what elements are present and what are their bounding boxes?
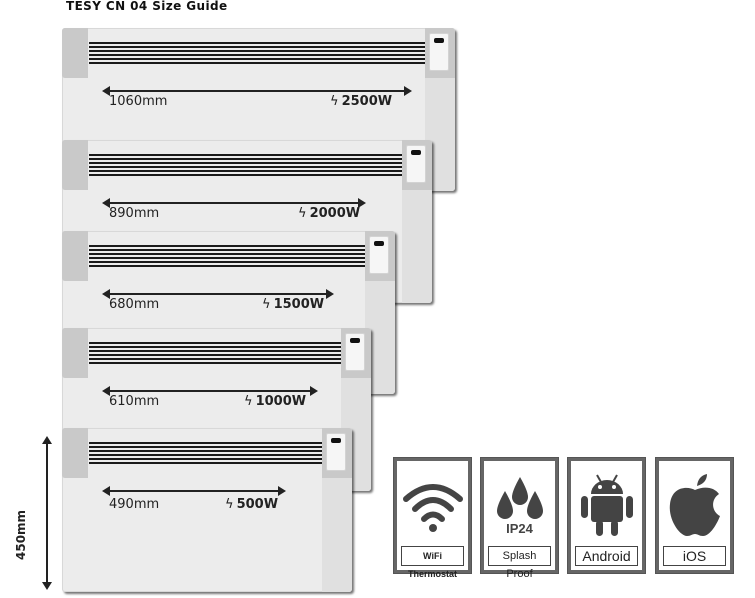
width-label: 610mm (109, 394, 160, 409)
feature-label: WiFi Thermostat (401, 546, 464, 579)
heater-grille (89, 154, 402, 178)
width-arrow (102, 386, 318, 396)
led-display (411, 150, 421, 155)
height-label: 450mm (14, 509, 28, 560)
bolt-icon: ϟ (244, 394, 253, 409)
width-arrow (102, 198, 366, 208)
width-arrow (102, 289, 334, 299)
feature-label: iOS (663, 546, 726, 566)
bolt-icon: ϟ (225, 497, 234, 512)
led-display (374, 241, 384, 246)
width-label: 1060mm (109, 94, 168, 109)
android-icon (580, 474, 633, 536)
control-panel (326, 433, 346, 471)
control-panel (429, 33, 449, 71)
feature-label: Android (575, 546, 638, 566)
led-display (350, 338, 360, 343)
width-label: 680mm (109, 297, 160, 312)
page-title: TESY CN 04 Size Guide (66, 0, 228, 13)
width-arrow (102, 86, 412, 96)
heater-grille (89, 42, 425, 66)
bolt-icon: ϟ (262, 297, 271, 312)
heater-grille (89, 442, 322, 466)
heater-grille (89, 245, 365, 269)
width-label: 890mm (109, 206, 160, 221)
led-display (331, 438, 341, 443)
control-panel (406, 145, 426, 183)
control-panel (345, 333, 365, 371)
apple-icon (669, 474, 720, 536)
height-arrow (42, 436, 52, 590)
heater-grille (89, 342, 341, 366)
width-label: 490mm (109, 497, 160, 512)
width-arrow (102, 486, 286, 496)
led-display (434, 38, 444, 43)
water-drops-icon (496, 476, 543, 519)
bolt-icon: ϟ (330, 94, 339, 109)
feature-ios: iOS (655, 457, 734, 574)
feature-android: Android (567, 457, 646, 574)
control-panel (369, 236, 389, 274)
feature-label: Splash Proof (488, 546, 551, 580)
feature-wifi-thermostat: WiFi Thermostat (393, 457, 472, 579)
feature-splash-proof: IP24 Splash Proof (480, 457, 559, 580)
wifi-icon (402, 484, 463, 532)
bolt-icon: ϟ (298, 206, 307, 221)
ip24-badge: IP24 (506, 520, 533, 536)
